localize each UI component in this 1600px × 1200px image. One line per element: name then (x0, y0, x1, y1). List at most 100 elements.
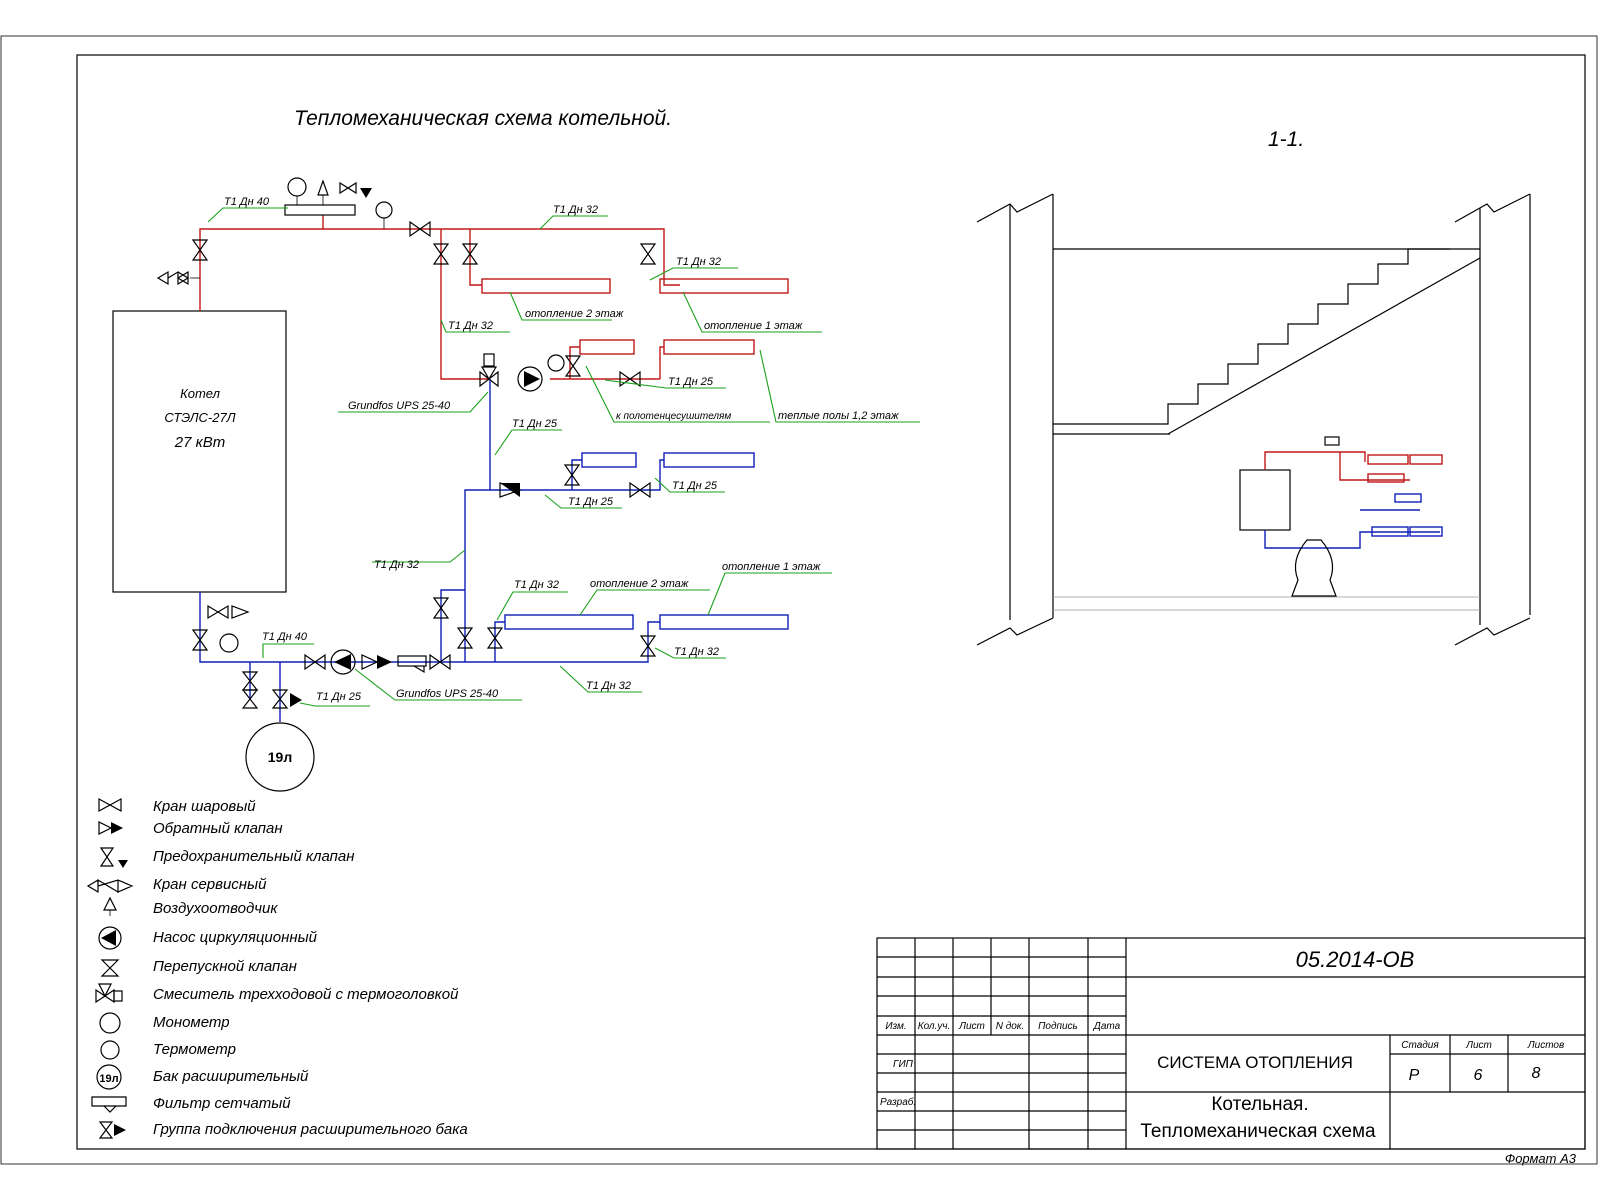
supply-main-pipe (199, 228, 680, 311)
tb-stage-header: Стадия (1401, 1040, 1439, 1051)
label-warm-floors: теплые полы 1,2 этаж (778, 410, 899, 422)
boiler-line2: СТЭЛС-27Л (164, 410, 235, 425)
legend-label-6: Перепускной клапан (153, 958, 297, 975)
expansion-tank-icon (96, 1064, 122, 1090)
tank-connection-group (271, 689, 289, 709)
legend-label-11: Фильтр сетчатый (153, 1095, 291, 1112)
legend-label-12: Группа подключения расширительного бака (153, 1121, 468, 1138)
tb-header-list: Лист (958, 1021, 985, 1032)
circulation-pump-bottom (330, 649, 356, 675)
ball-valve-1fl-return (639, 635, 657, 657)
label-t1-dn32-bottom: Т1 Дн 32 (586, 680, 631, 692)
check-valve-return (500, 483, 520, 497)
mesh-filter-icon (91, 1096, 127, 1113)
tb-sheets: 8 (1532, 1065, 1541, 1082)
label-t1-dn32-mid: Т1 Дн 32 (374, 559, 419, 571)
thermometer-return (219, 633, 239, 653)
label-t1-dn40-top: Т1 Дн 40 (224, 196, 270, 208)
mesh-filter (397, 655, 427, 667)
label-t1-dn32-bl: Т1 Дн 32 (514, 579, 559, 591)
label-pump-top: Grundfos UPS 25-40 (348, 400, 451, 412)
outer-frame (0, 35, 1598, 1165)
thermometer-mixer (547, 354, 565, 372)
label-heating-2-bottom: отопление 2 этаж (590, 578, 689, 590)
label-towel-dryers: к полотенцесушителям (616, 411, 731, 422)
ball-valve-riser (432, 243, 450, 265)
ball-valve-floors-supply (619, 370, 641, 388)
tb-header-ndok: N док. (996, 1021, 1025, 1032)
towel-manifold-supply (579, 339, 635, 355)
mixer-thermo-head (483, 353, 495, 367)
tank-connection-group-icon (98, 1121, 114, 1139)
ball-valve-supply-main (409, 220, 431, 238)
tb-sheet: 6 (1474, 1067, 1483, 1084)
tb-sheets-header: Листов (1527, 1040, 1564, 1051)
return-bottom-line (465, 621, 660, 663)
title-block: Изм. Кол.уч. Лист N док. Подпись Дата Ст… (876, 937, 1586, 1150)
ball-valve-bypass (432, 597, 450, 619)
legend-label-1: Обратный клапан (153, 820, 283, 837)
section-label: 1-1. (1268, 128, 1304, 151)
ball-valve-filter (429, 653, 451, 671)
boiler-line3: 27 кВт (174, 434, 225, 451)
three-way-mixer-top (479, 366, 499, 388)
legend-label-7: Смеситель трехходовой с термоголовкой (153, 986, 459, 1003)
label-t1-dn25-a: Т1 Дн 25 (668, 376, 714, 388)
staircase (1053, 248, 1450, 425)
supply-branch-2fl (469, 229, 482, 286)
supply-riser-to-mixer (440, 229, 490, 380)
label-pump-bottom: Grundfos UPS 25-40 (396, 688, 499, 700)
bypass-valve-top (564, 355, 582, 377)
tb-stage: Р (1409, 1067, 1420, 1084)
tb-sheet-name-1: Котельная. (1211, 1094, 1308, 1115)
tb-sheet-header: Лист (1465, 1040, 1492, 1051)
label-t1-dn40-bottom: Т1 Дн 40 (262, 631, 308, 643)
safety-valve-outlet (360, 188, 372, 198)
ball-valve-icon (98, 797, 122, 813)
label-heating-1-top: отопление 1 этаж (704, 320, 803, 332)
tb-sheet-name-2: Тепломеханическая схема (1140, 1121, 1376, 1142)
svg-text:19л: 19л (99, 1073, 118, 1085)
ball-valve-2fl-return (486, 627, 504, 649)
service-valve-boiler-return (207, 604, 250, 620)
legend-label-5: Насос циркуляционный (153, 929, 318, 946)
pressure-gauge-icon (99, 1012, 121, 1034)
legend-label-10: Бак расширительный (153, 1068, 309, 1085)
check-valve-icon (98, 821, 113, 835)
expansion-tank-label: 19л (268, 749, 292, 765)
tb-header-podpis: Подпись (1038, 1021, 1078, 1032)
tb-header-data: Дата (1093, 1021, 1121, 1032)
bypass-valve-icon (100, 959, 120, 977)
label-t1-dn25-b: Т1 Дн 25 (512, 418, 558, 430)
section-tank (1291, 539, 1337, 597)
label-t1-dn32-top: Т1 Дн 32 (553, 204, 598, 216)
floor-manifold-return (663, 452, 755, 468)
ball-valve-towels-return (563, 464, 581, 486)
legend-label-9: Термометр (153, 1041, 236, 1058)
legend: 19л (86, 797, 134, 1139)
label-t1-dn25-tank: Т1 Дн 25 (316, 691, 362, 703)
tb-header-kol: Кол.уч. (918, 1021, 951, 1032)
heating-schematic: Котел СТЭЛС-27Л 27 кВт (112, 177, 920, 792)
return-bypass-stub (440, 589, 465, 662)
tb-role-razrab: Разраб. (880, 1096, 916, 1108)
tb-header-izm: Изм. (885, 1021, 906, 1032)
air-vent-icon (103, 896, 117, 911)
label-t1-dn25-c: Т1 Дн 25 (672, 480, 718, 492)
check-valve-bottom (361, 654, 379, 670)
ball-valve-floors-return (629, 481, 651, 499)
boiler (112, 310, 287, 593)
boiler-line1: Котел (180, 386, 221, 401)
return-floors-line (490, 459, 664, 491)
radiator-1fl-supply (659, 278, 789, 294)
towel-manifold-return (581, 452, 637, 468)
label-heating-1-bottom: отопление 1 этаж (722, 561, 821, 573)
radiator-1fl-return (659, 614, 789, 630)
ball-valve-1fl-supply (639, 243, 657, 265)
thermometer-top (375, 201, 393, 219)
legend-label-2: Предохранительный клапан (153, 848, 355, 865)
inner-frame (76, 54, 1586, 1150)
ball-valve-pump-in (304, 653, 326, 671)
legend-label-0: Кран шаровый (153, 798, 256, 815)
